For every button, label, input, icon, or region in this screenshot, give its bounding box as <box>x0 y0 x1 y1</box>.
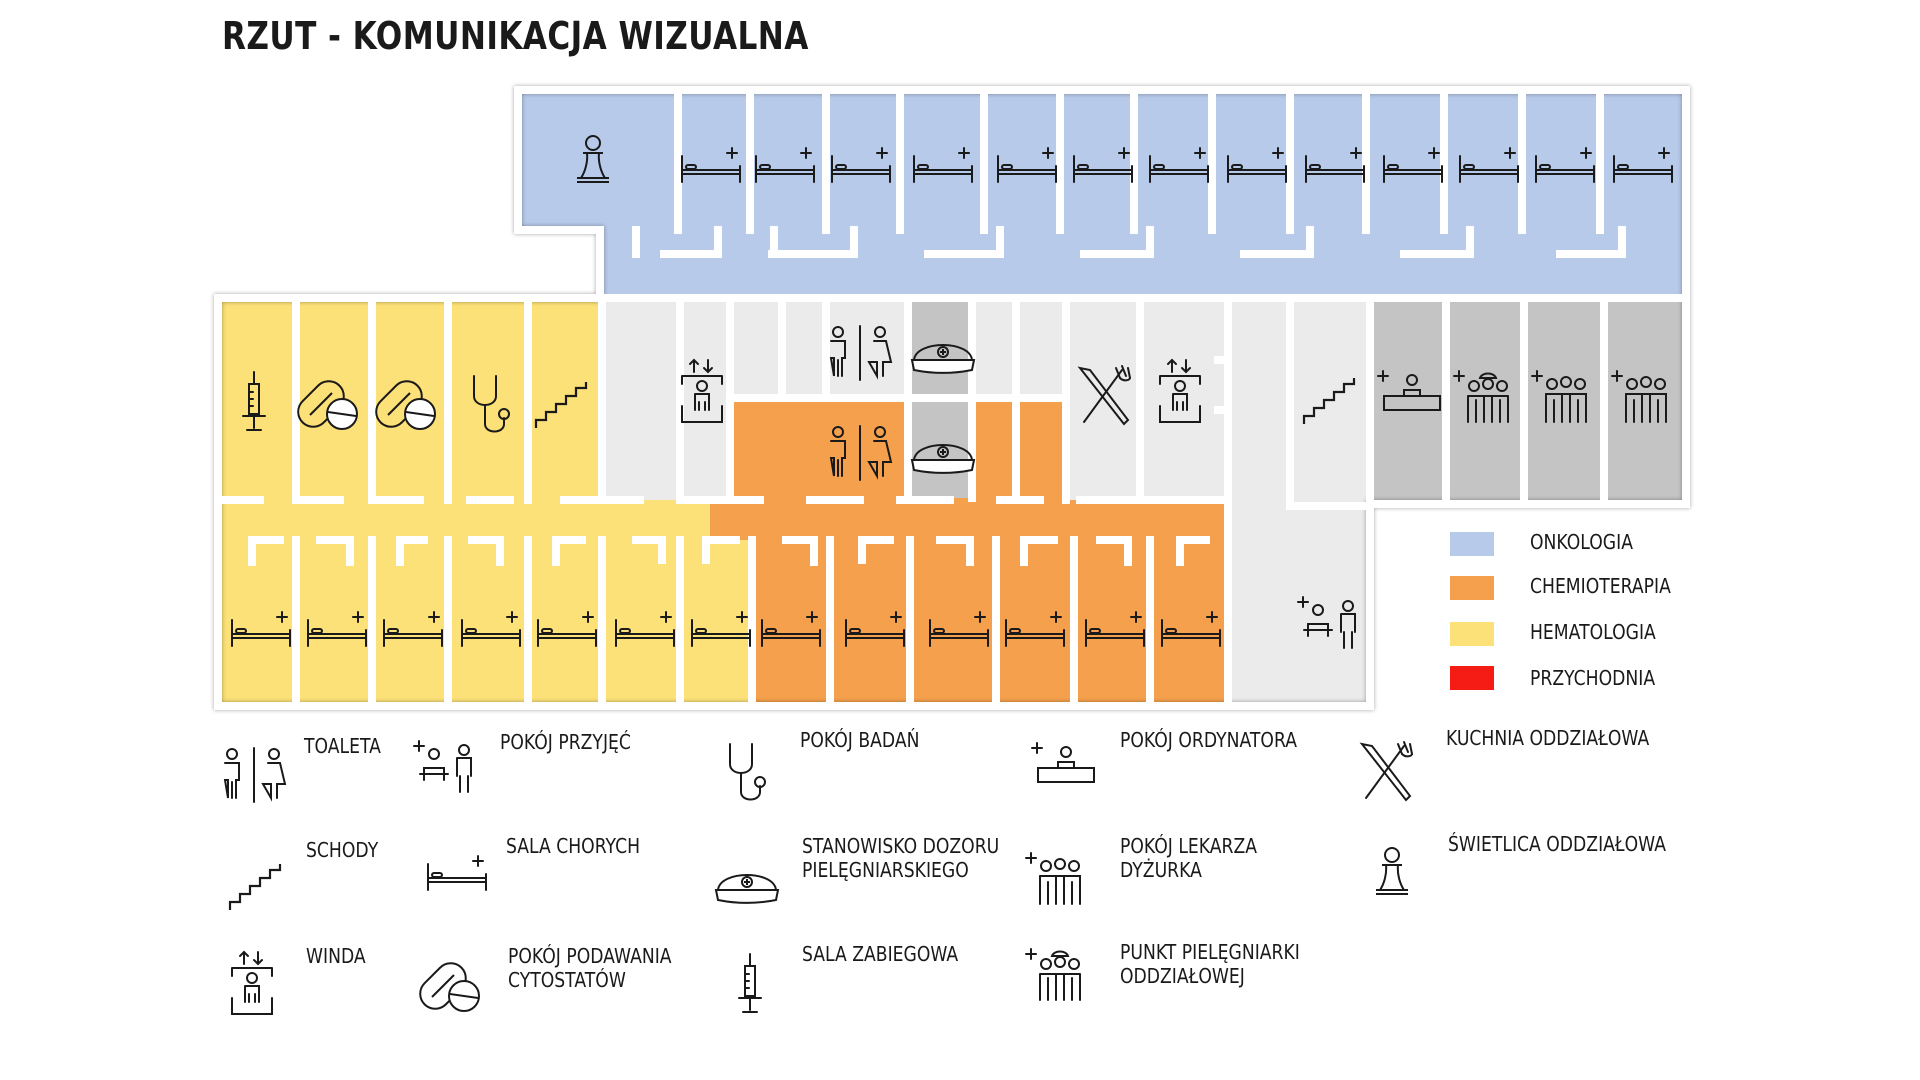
legend-label-przychodnia: PRZYCHODNIA <box>1530 666 1656 690</box>
admission-icon <box>413 740 472 793</box>
key-pokoj-lekarza-1: POKÓJ LEKARZA <box>1120 834 1258 858</box>
key-pokoj-podawania-1: POKÓJ PODAWANIA <box>508 944 672 968</box>
legend-swatch-onkologia <box>1450 532 1494 556</box>
key-pokoj-przyjec: POKÓJ PRZYJĘĆ <box>500 730 631 754</box>
legend-swatch-chemioterapia <box>1450 576 1494 600</box>
key-winda: WINDA <box>306 944 366 968</box>
nurse-cap-icon <box>911 344 975 374</box>
elevator-icon <box>231 951 273 1015</box>
zone-onkologia <box>518 90 1686 294</box>
key-swietlica: ŚWIETLICA ODDZIAŁOWA <box>1448 832 1666 856</box>
key-punkt-1: PUNKT PIELĘGNIARKI <box>1120 940 1300 964</box>
legend-label-onkologia: ONKOLOGIA <box>1530 530 1633 554</box>
page-title: RZUT - KOMUNIKACJA WIZUALNA <box>222 14 809 58</box>
key-pokoj-ordynatora: POKÓJ ORDYNATORA <box>1120 728 1297 752</box>
key-schody: SCHODY <box>306 838 379 862</box>
key-sala-zabiegowa: SALA ZABIEGOWA <box>802 942 959 966</box>
zone-hematologia <box>218 298 752 706</box>
kitchen-icon <box>1361 741 1413 801</box>
walls <box>214 86 1690 710</box>
stethoscope-icon <box>729 743 766 801</box>
legend-swatch-hematologia <box>1450 622 1494 646</box>
key-pokoj-badan: POKÓJ BADAŃ <box>800 728 920 752</box>
bed-icon <box>427 855 487 891</box>
legend-label-hematologia: HEMATOLOGIA <box>1530 620 1656 644</box>
syringe-icon <box>738 953 762 1013</box>
desk-icon <box>1031 742 1095 783</box>
key-pokoj-podawania-2: CYTOSTATÓW <box>508 968 626 992</box>
nurse-cap-icon <box>715 874 779 904</box>
key-pokoj-lekarza-2: DYŻURKA <box>1120 858 1202 882</box>
key-sala-chorych: SALA CHORYCH <box>506 834 641 858</box>
stairs-icon <box>228 862 282 912</box>
head-nurse-icon <box>1025 948 1081 1001</box>
nurse-cap-icon <box>911 444 975 474</box>
key-kuchnia: KUCHNIA ODDZIAŁOWA <box>1446 726 1650 750</box>
legend-swatch-przychodnia <box>1450 666 1494 690</box>
zone-corridor <box>602 298 1370 706</box>
legend-label-chemioterapia: CHEMIOTERAPIA <box>1530 574 1671 598</box>
key-punkt-2: ODDZIAŁOWEJ <box>1120 964 1245 988</box>
toilet-icon <box>224 747 286 803</box>
key-stanowisko-1: STANOWISKO DOZORU <box>802 834 1000 858</box>
doctors-group-icon <box>1025 852 1081 905</box>
key-stanowisko-2: PIELĘGNIARSKIEGO <box>802 858 969 882</box>
key-toaleta: TOALETA <box>304 734 381 758</box>
pawn-icon <box>1375 847 1409 895</box>
pills-icon <box>413 956 480 1016</box>
